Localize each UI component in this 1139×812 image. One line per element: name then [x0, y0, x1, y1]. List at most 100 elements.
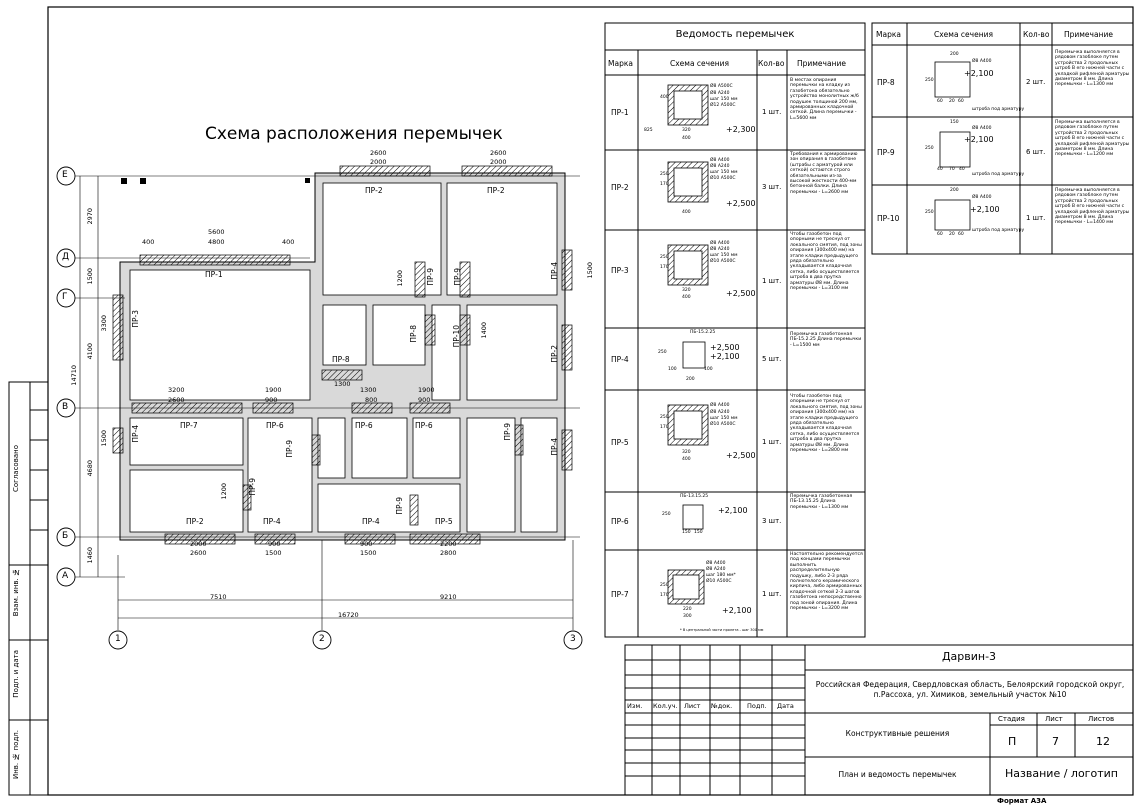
row1-note: В местах опирания перемычки на кладку из… [790, 78, 859, 121]
row2-rebar4: Ø10 А500С [710, 176, 736, 181]
row2-qty: 3 шт. [762, 183, 782, 191]
project-name: Дарвин-3 [941, 650, 997, 663]
label-pr9a: ПР-9 [426, 268, 435, 286]
s2row1-dim1: 200 [950, 52, 959, 57]
hdr2-qty: Кол-во [1023, 30, 1050, 39]
row3-rebar3: шаг 150 мм [710, 253, 738, 258]
dim-900c: 900 [268, 540, 281, 548]
dim-3200: 3200 [168, 386, 185, 394]
label-pr5: ПР-5 [435, 517, 453, 526]
axis-a: А [62, 571, 69, 581]
label-pr4e: ПР-4 [362, 517, 380, 526]
row3-rebar1: Ø8 А400 [710, 241, 730, 246]
row1-elev: +2,300 [726, 125, 756, 134]
row6-rebar: ПБ-13.15.25 [680, 494, 709, 499]
dim-1300b: 1300 [334, 380, 351, 388]
row5-qty: 1 шт. [762, 438, 782, 446]
s2row1-dim3: 60 [937, 99, 943, 104]
row4-dim1: 250 [658, 350, 667, 355]
s2row2-rebar1: Ø8 А400 [972, 126, 992, 131]
row1-mark: ПР-1 [611, 108, 629, 117]
label-pr8b: ПР-8 [409, 325, 418, 343]
hdr-qty: Кол-во [758, 59, 785, 68]
hdr2-note: Примечание [1064, 30, 1113, 39]
sheets-value: 12 [1096, 735, 1110, 748]
floor-plan [56, 165, 583, 650]
s2row1-qty: 2 шт. [1026, 78, 1046, 86]
s2row2-elev: +2,100 [964, 135, 994, 144]
dim-1500b: 1500 [360, 549, 377, 557]
row5-elev: +2,500 [726, 451, 756, 460]
label-pr6c: ПР-6 [415, 421, 433, 430]
row1-dim1: 400 [660, 95, 669, 100]
row2-elev: +2,500 [726, 199, 756, 208]
row4-elev2: +2,100 [710, 352, 740, 361]
dim-v4: 4680 [86, 460, 94, 477]
row4-rebar: ПБ-15.2.25 [690, 330, 716, 335]
dim-v3: 4100 [86, 343, 94, 360]
dim-1200a: 1200 [396, 270, 404, 287]
s2row2-qty: 6 шт. [1026, 148, 1046, 156]
sheet-label: Лист [1045, 715, 1063, 723]
label-pr2b: ПР-2 [487, 186, 505, 195]
dim-900a: 900 [265, 396, 278, 404]
dim-900b: 900 [418, 396, 431, 404]
s2row3-elev: +2,100 [970, 205, 1000, 214]
row5-rebar4: Ø10 А500С [710, 422, 736, 427]
row7-dim4: 300 [683, 614, 692, 619]
col-izm: Изм. [627, 702, 643, 710]
row7-footnote: * В центральной части пролета - шаг 300 … [680, 628, 764, 632]
s2row3-rebar2: штроба под арматуру [972, 228, 1025, 233]
label-pr9f: ПР-9 [248, 478, 257, 496]
s2row2-mark: ПР-9 [877, 148, 895, 157]
label-pr2c: ПР-2 [550, 345, 559, 363]
row7-rebar3: шаг 180 мм* [706, 573, 736, 578]
dim-400a: 400 [142, 238, 155, 246]
label-pr1: ПР-1 [205, 270, 223, 279]
row2-dim1: 250 [660, 172, 669, 177]
hdr-section: Схема сечения [670, 59, 730, 68]
row7-note: Настоятельно рекомендуется под концами п… [790, 552, 863, 612]
s2row3-dim4: 20 [949, 232, 955, 237]
axis-3: 3 [570, 634, 576, 644]
s2row1-note: Перемычка выполняется в рядовом газоблок… [1055, 50, 1130, 88]
label-pr6a: ПР-6 [266, 421, 284, 430]
schedule-title: Ведомость перемычек [675, 29, 795, 40]
row7-dim3: 220 [683, 607, 692, 612]
dim-800a: 800 [365, 396, 378, 404]
sheet-name: План и ведомость перемычек [838, 770, 957, 779]
stamp-replace: Взам. инв. № [12, 568, 20, 617]
row7-dim2: 170 [660, 593, 669, 598]
s2row1-rebar1: Ø8 А400 [972, 59, 992, 64]
dim-2600b: 2600 [490, 149, 507, 157]
axis-v: В [62, 402, 69, 412]
sheets-label: Листов [1088, 715, 1115, 723]
row3-qty: 1 шт. [762, 277, 782, 285]
row2-dim2: 170 [660, 182, 669, 187]
s2row2-dim5: 40 [959, 167, 965, 172]
row7-qty: 1 шт. [762, 590, 782, 598]
s2row2-dim2: 250 [925, 146, 934, 151]
sheet-value: 7 [1052, 735, 1059, 748]
s2row3-dim2: 250 [925, 210, 934, 215]
row3-mark: ПР-3 [611, 266, 629, 275]
row5-rebar3: шаг 150 мм [710, 416, 738, 421]
dim-1900a: 1900 [265, 386, 282, 394]
row5-note: Чтобы газобетон под опорными не треснул … [790, 394, 862, 454]
row3-elev: +2,500 [726, 289, 756, 298]
row4-dim4: 200 [686, 377, 695, 382]
dim-2600d: 2600 [190, 549, 207, 557]
row4-elev: +2,500 [710, 343, 740, 352]
row2-rebar3: шаг 150 мм [710, 170, 738, 175]
row6-note: Перемычка газобетонная ПБ-13.15.25 Длина… [790, 494, 853, 510]
dim-400b: 400 [282, 238, 295, 246]
row3-dim2: 170 [660, 265, 669, 270]
project-address: Российская Федерация, Свердловская облас… [815, 680, 1125, 699]
row3-rebar4: Ø10 А500С [710, 259, 736, 264]
row4-note: Перемычка газобетонная ПБ-15.2.25 Длина … [790, 332, 862, 348]
row7-rebar4: Ø10 А500С [706, 579, 732, 584]
row3-dim4: 400 [682, 295, 691, 300]
row1-dim4: 825 [644, 128, 653, 133]
